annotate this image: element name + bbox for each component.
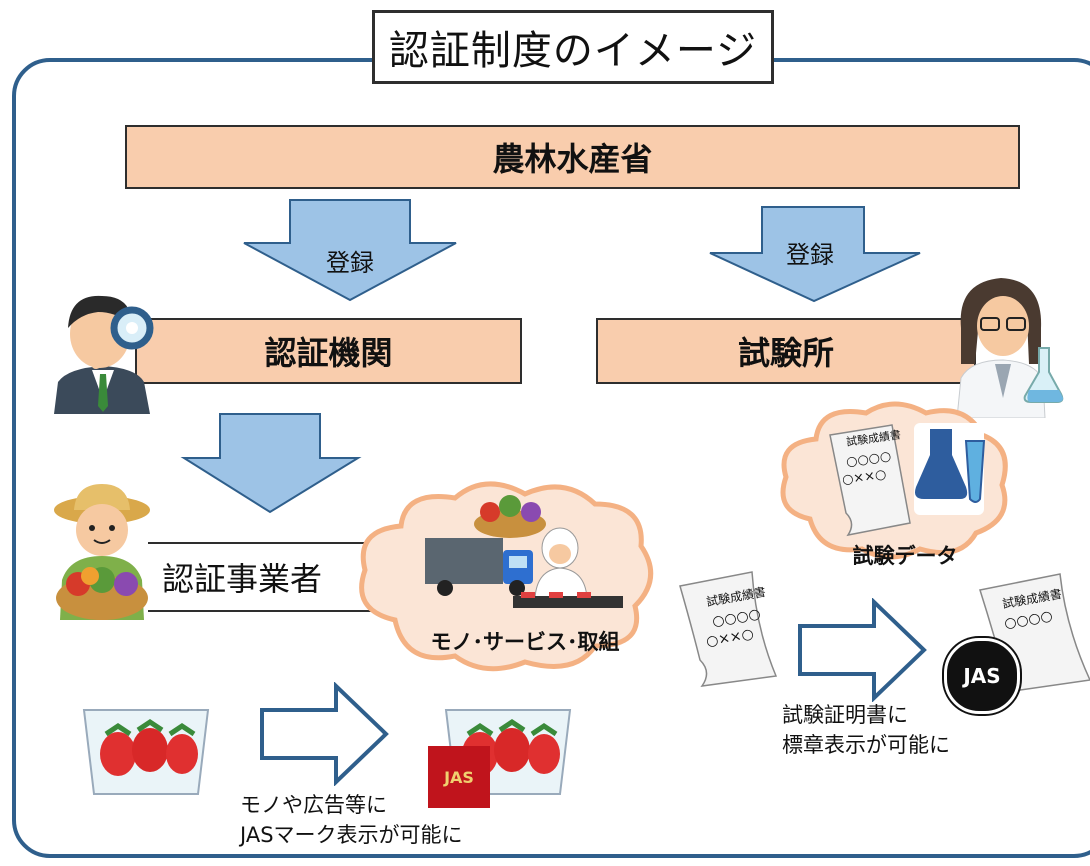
ministry-label: 農林水産省 [492,140,653,178]
caption-left: モノや広告等に JASマーク表示が可能に [240,790,463,850]
products-cloud [359,481,654,672]
strawberry-pack-icon [82,709,210,795]
diagram-title: 認証制度のイメージ [372,10,774,84]
products-services-label: モノ･サービス･取組 [430,630,620,654]
register-arrow-left [243,199,457,302]
test-lab-label: 試験所 [737,334,834,372]
caption-right-line-2: 標章表示が可能に [782,733,950,757]
test-data-label: 試験データ [852,544,958,568]
caption-left-line-1: モノや広告等に [240,793,387,817]
inspector-illustration-icon [54,295,154,414]
ministry-bar: 農林水産省 [125,125,1020,189]
register-label-right: 登録 [786,241,834,269]
operator-label: 認証事業者 [162,560,323,598]
certification-body-bar: 認証機関 [135,318,522,384]
caption-left-line-2: JASマーク表示が可能に [240,823,463,847]
result-arrow-right [798,598,927,702]
test-lab-bar: 試験所 [596,318,976,384]
register-label-left: 登録 [326,249,374,277]
register-arrow-right [709,206,921,303]
caption-right-line-1: 試験証明書に [782,703,908,727]
label-arrow-right [260,682,389,786]
test-data-cloud [780,401,1008,560]
flow-arrow-down [180,413,362,514]
farmer-illustration-icon [54,484,150,620]
jas-logo-icon: JAS [944,638,1020,714]
jas-mark-icon: JAS [428,746,490,808]
caption-right: 試験証明書に 標章表示が可能に [782,700,950,760]
certification-body-label: 認証機関 [264,334,393,372]
test-report-sheet-left [679,571,778,687]
scientist-illustration-icon [956,278,1064,418]
operator-bar: 認証事業者 [148,542,448,612]
